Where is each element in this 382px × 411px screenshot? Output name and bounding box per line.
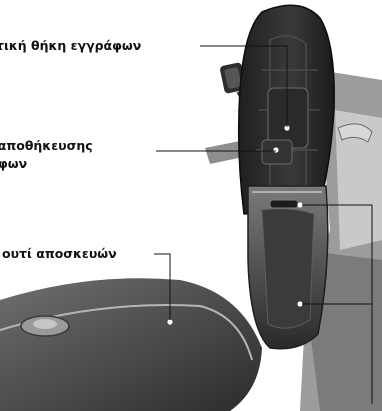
luggage-trunk-inner <box>262 209 314 328</box>
document-holder-compartment <box>268 88 308 148</box>
helmet-hook-lower-dot <box>297 301 302 306</box>
label-storage-line2: φων <box>0 155 27 173</box>
label-luggage-box: ουτί αποσκευών <box>2 245 117 263</box>
front-floor-panel <box>0 278 262 411</box>
helmet-hook-upper <box>270 200 298 208</box>
label-document-holder: τική θήκη εγγράφων <box>0 37 141 55</box>
storage-pocket-pointer-dot <box>273 147 278 152</box>
label-storage-line1: ς αποθήκευσης <box>0 137 93 155</box>
luggage-box-pointer-dot <box>167 319 172 324</box>
helmet-hook-upper-dot <box>297 202 302 207</box>
fuel-cap-center <box>33 319 57 329</box>
